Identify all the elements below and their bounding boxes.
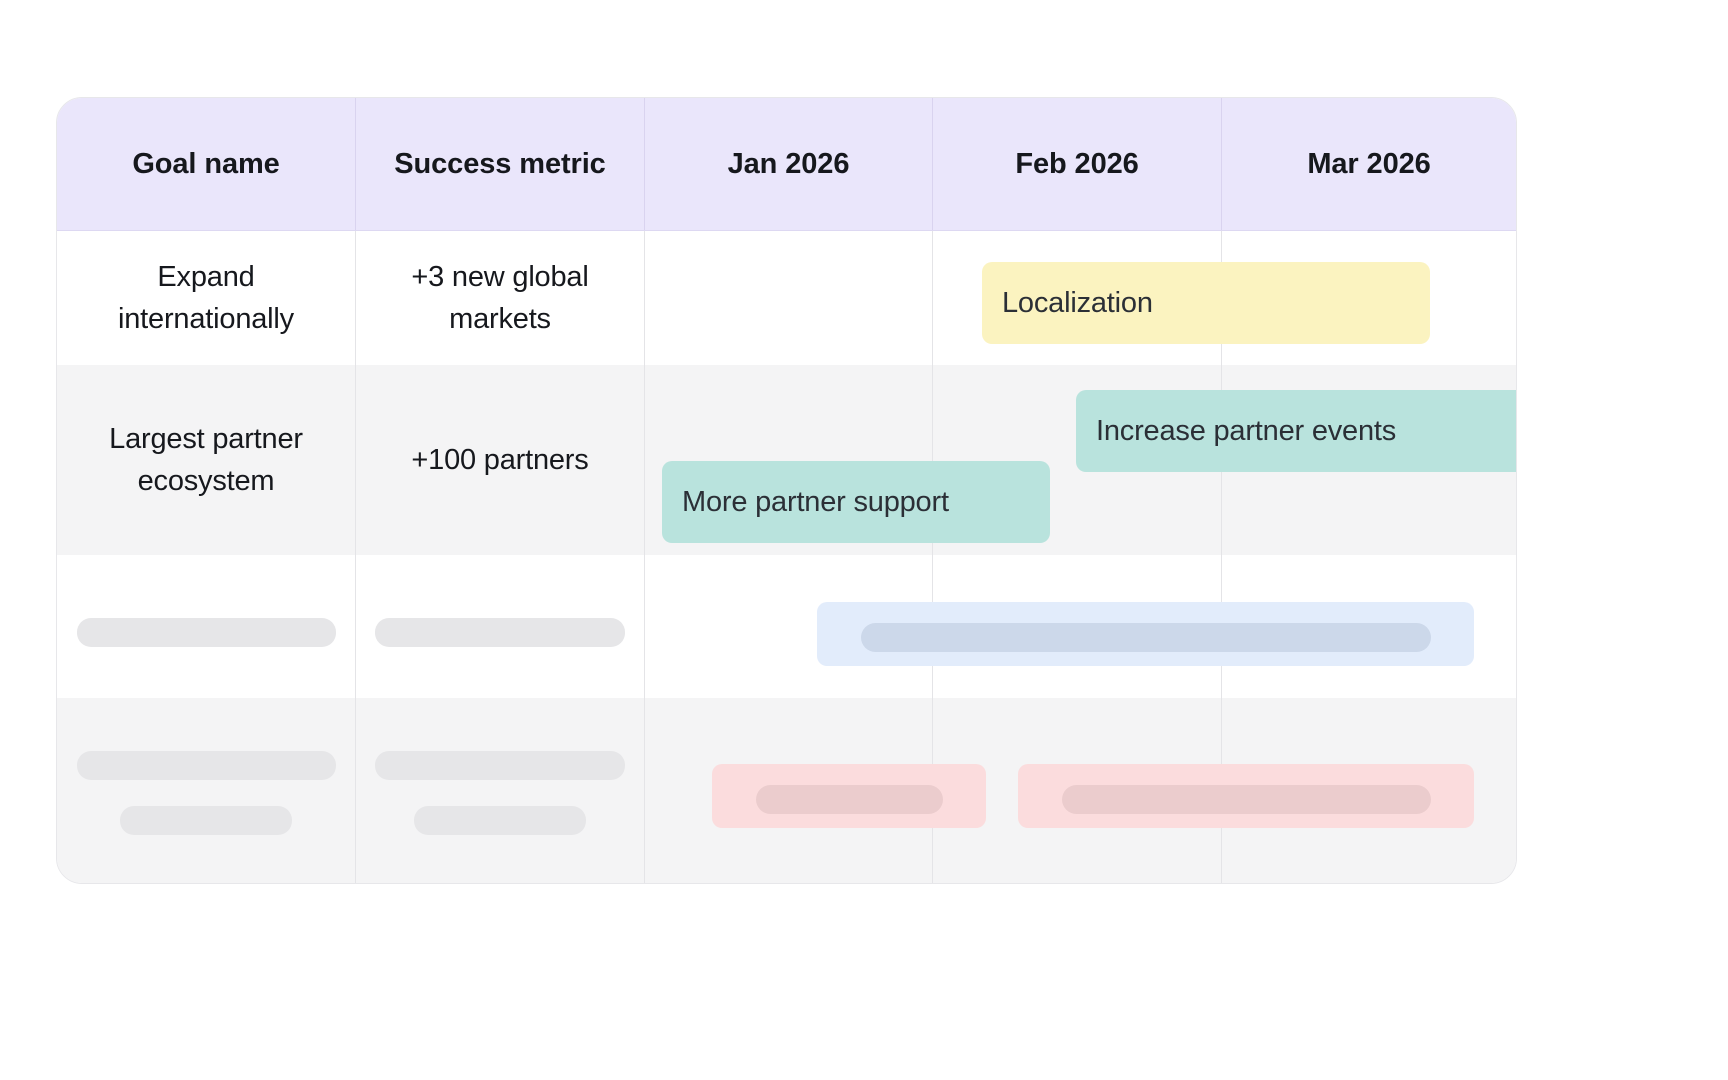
goal-name-text: Expand internationally xyxy=(118,260,294,335)
goal-name-text: Largest partner ecosystem xyxy=(109,422,303,497)
skeleton-bar-inner xyxy=(861,623,1431,652)
goals-timeline-card: Goal name Success metric Jan 2026 Feb 20… xyxy=(56,97,1517,884)
skeleton-line xyxy=(77,618,336,647)
timeline-bar-label: Localization xyxy=(1002,286,1153,319)
cell-success-metric-skeleton xyxy=(356,698,645,883)
skeleton-line xyxy=(375,751,625,780)
success-metric-text: +3 new global markets xyxy=(411,260,589,335)
column-header-success-metric[interactable]: Success metric xyxy=(356,98,645,230)
timeline-bar-skeleton-pink-1 xyxy=(712,764,986,828)
timeline-overlay: Localization Increase partner events Mor… xyxy=(645,98,1516,883)
cell-goal-name: Largest partner ecosystem xyxy=(57,365,356,555)
cell-jan-2026 xyxy=(645,365,933,555)
skeleton-bar-inner xyxy=(756,785,943,814)
timeline-bar-increase-partner-events[interactable]: Increase partner events xyxy=(1076,390,1516,472)
timeline-bar-label: More partner support xyxy=(682,485,949,518)
timeline-bar-label: Increase partner events xyxy=(1096,414,1397,447)
timeline-bar-more-partner-support[interactable]: More partner support xyxy=(662,461,1050,543)
timeline-bar-localization[interactable]: Localization xyxy=(982,262,1430,344)
cell-jan-2026 xyxy=(645,231,933,365)
skeleton-line xyxy=(414,806,586,835)
skeleton-line xyxy=(375,618,625,647)
cell-success-metric-skeleton xyxy=(356,555,645,698)
column-header-mar-2026[interactable]: Mar 2026 xyxy=(1307,147,1431,180)
column-header-feb-2026[interactable]: Feb 2026 xyxy=(933,98,1222,230)
timeline-bar-skeleton-pink-2 xyxy=(1018,764,1474,828)
cell-goal-name-skeleton xyxy=(57,698,356,883)
cell-goal-name-skeleton xyxy=(57,555,356,698)
goals-table: Goal name Success metric Jan 2026 Feb 20… xyxy=(57,98,1516,883)
timeline-bar-skeleton-blue xyxy=(817,602,1474,666)
cell-success-metric: +100 partners xyxy=(356,365,645,555)
column-header-jan-2026[interactable]: Jan 2026 xyxy=(645,98,933,230)
skeleton-line xyxy=(120,806,292,835)
column-header-goal-name[interactable]: Goal name xyxy=(57,98,356,230)
cell-success-metric: +3 new global markets xyxy=(356,231,645,365)
table-row-skeleton xyxy=(57,698,1516,883)
cell-goal-name: Expand internationally xyxy=(57,231,356,365)
success-metric-text: +100 partners xyxy=(411,443,589,476)
skeleton-line xyxy=(77,751,336,780)
skeleton-bar-inner xyxy=(1062,785,1431,814)
table-header-row: Goal name Success metric Jan 2026 Feb 20… xyxy=(57,98,1516,231)
